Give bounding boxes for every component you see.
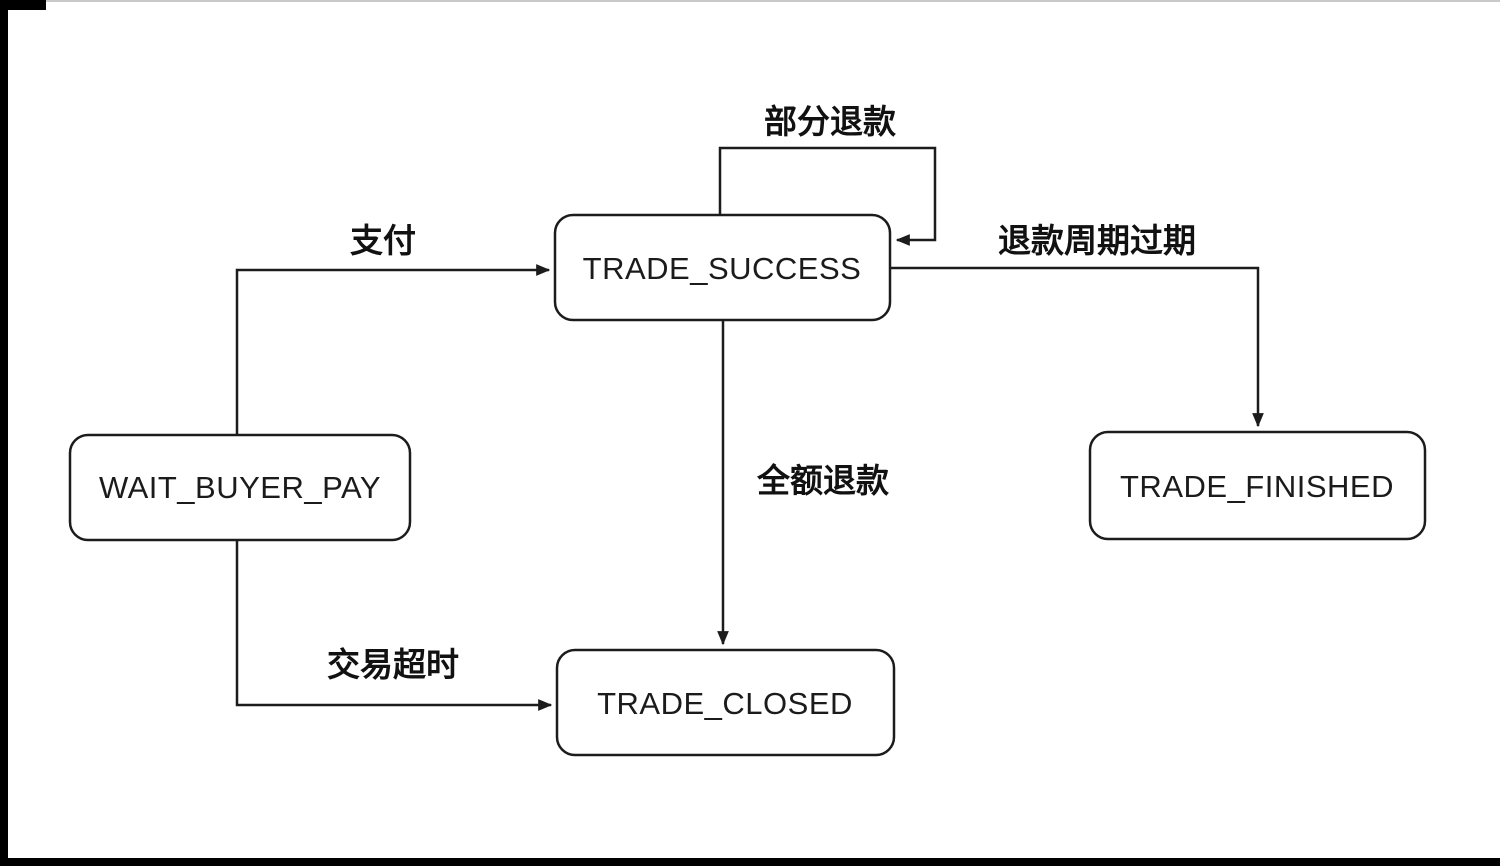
state-box-trade-closed xyxy=(555,648,896,757)
left-border-strip xyxy=(0,0,8,866)
edge-partial-refund-self-loop-arrow xyxy=(718,146,937,246)
state-label-trade-closed: TRADE_CLOSED xyxy=(597,686,853,721)
bottom-border-strip xyxy=(0,858,1500,866)
top-left-border-mark xyxy=(0,0,46,10)
state-node-trade-finished: TRADE_FINISHED xyxy=(1088,430,1427,541)
state-box-wait-buyer-pay xyxy=(68,433,412,542)
edge-label-partial-refund: 部分退款 xyxy=(764,103,897,140)
state-label-wait-buyer-pay: WAIT_BUYER_PAY xyxy=(99,470,381,505)
edge-label-refund-period-expired: 退款周期过期 xyxy=(998,222,1196,259)
state-box-trade-finished xyxy=(1088,430,1427,541)
edge-pay-arrow xyxy=(235,264,551,435)
edge-label-pay: 支付 xyxy=(350,222,416,259)
edge-label-trade-timeout: 交易超时 xyxy=(327,646,459,683)
state-node-trade-success: TRADE_SUCCESS xyxy=(553,213,892,322)
state-box-trade-success xyxy=(553,213,892,322)
state-node-trade-closed: TRADE_CLOSED xyxy=(555,648,896,757)
edge-refund-period-expired-arrow xyxy=(890,266,1264,428)
edge-trade-timeout-arrow xyxy=(235,540,553,711)
edge-label-full-refund: 全额退款 xyxy=(756,462,890,499)
top-border-line xyxy=(0,0,1500,2)
state-label-trade-success: TRADE_SUCCESS xyxy=(583,251,862,286)
state-label-trade-finished: TRADE_FINISHED xyxy=(1120,469,1394,504)
state-node-wait-buyer-pay: WAIT_BUYER_PAY xyxy=(68,433,412,542)
